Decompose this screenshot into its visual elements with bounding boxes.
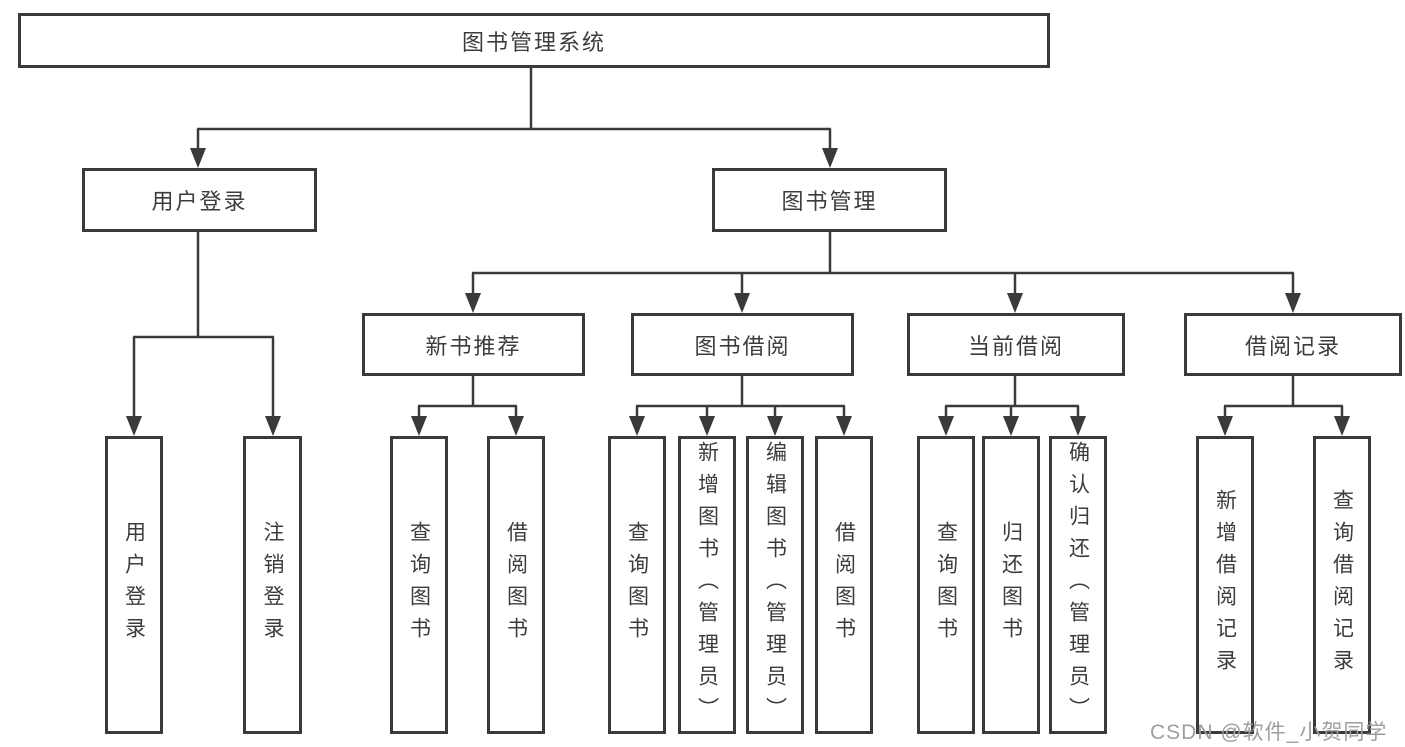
node-user-login-label: 用户登录 xyxy=(151,189,248,214)
leaf-recommend-query-books-label: 查询图书 xyxy=(407,521,431,649)
leaf-query-borrow-record-label: 查询借阅记录 xyxy=(1330,489,1354,681)
leaf-borrow-books: 借阅图书 xyxy=(815,436,873,734)
node-book-borrow-label: 图书借阅 xyxy=(694,333,791,359)
leaf-borrow-query-books: 查询图书 xyxy=(608,436,666,734)
leaf-recommend-borrow-books: 借阅图书 xyxy=(487,436,545,734)
leaf-add-borrow-record-label: 新增借阅记录 xyxy=(1213,489,1237,681)
leaf-edit-books-admin-label: 编辑图书（管理员） xyxy=(763,441,787,729)
node-book-management: 图书管理 xyxy=(712,168,947,232)
arrowheads xyxy=(126,148,1350,436)
leaf-add-borrow-record: 新增借阅记录 xyxy=(1196,436,1254,734)
leaf-current-query-books: 查询图书 xyxy=(917,436,975,734)
leaf-confirm-return-admin-label: 确认归还（管理员） xyxy=(1066,441,1090,729)
leaf-logout-label: 注销登录 xyxy=(261,521,284,649)
node-root-label: 图书管理系统 xyxy=(461,29,606,55)
leaf-edit-books-admin: 编辑图书（管理员） xyxy=(746,436,804,734)
node-borrow-records: 借阅记录 xyxy=(1184,313,1402,376)
leaf-return-books-label: 归还图书 xyxy=(999,521,1023,649)
leaf-recommend-query-books: 查询图书 xyxy=(390,436,448,734)
leaf-borrow-books-label: 借阅图书 xyxy=(832,521,856,649)
leaf-add-books-admin: 新增图书（管理员） xyxy=(678,436,736,734)
leaf-logout: 注销登录 xyxy=(243,436,302,734)
leaf-query-borrow-record: 查询借阅记录 xyxy=(1313,436,1371,734)
leaf-add-books-admin-label: 新增图书（管理员） xyxy=(695,441,719,729)
node-root: 图书管理系统 xyxy=(18,13,1050,68)
node-book-borrow: 图书借阅 xyxy=(631,313,854,376)
leaf-return-books: 归还图书 xyxy=(982,436,1040,734)
node-current-borrow-label: 当前借阅 xyxy=(967,333,1064,359)
node-user-login: 用户登录 xyxy=(82,168,317,232)
leaf-confirm-return-admin: 确认归还（管理员） xyxy=(1049,436,1107,734)
leaf-current-query-books-label: 查询图书 xyxy=(934,521,958,649)
node-book-management-label: 图书管理 xyxy=(781,189,878,214)
node-new-book-recommend-label: 新书推荐 xyxy=(425,333,522,359)
node-borrow-records-label: 借阅记录 xyxy=(1244,333,1341,359)
leaf-user-login: 用户登录 xyxy=(105,436,163,734)
leaf-user-login-label: 用户登录 xyxy=(122,521,146,649)
node-current-borrow: 当前借阅 xyxy=(907,313,1125,376)
watermark-text: CSDN @软件_小贺同学 xyxy=(1150,721,1388,744)
leaf-borrow-query-books-label: 查询图书 xyxy=(625,521,649,649)
leaf-recommend-borrow-books-label: 借阅图书 xyxy=(504,521,528,649)
node-new-book-recommend: 新书推荐 xyxy=(362,313,585,376)
